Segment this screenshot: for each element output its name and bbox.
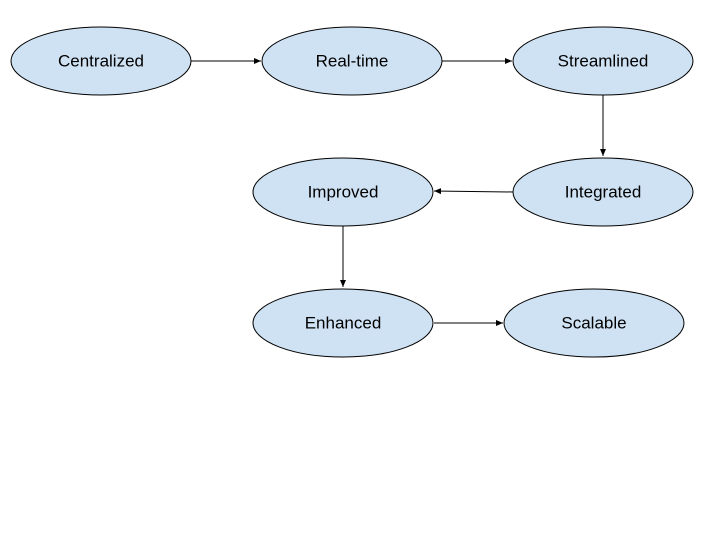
node-integrated-label: Integrated bbox=[565, 183, 642, 202]
edges bbox=[191, 58, 606, 326]
node-enhanced: Enhanced bbox=[252, 288, 434, 358]
node-centralized: Centralized bbox=[10, 26, 192, 96]
node-centralized-shape bbox=[10, 26, 192, 96]
node-scalable: Scalable bbox=[503, 288, 685, 358]
node-enhanced-label: Enhanced bbox=[305, 314, 382, 333]
node-scalable-shape bbox=[503, 288, 685, 358]
node-enhanced-shape bbox=[252, 288, 434, 358]
node-streamlined-label: Streamlined bbox=[558, 52, 649, 71]
node-integrated-shape bbox=[512, 157, 694, 227]
edge-integrated-to-improved bbox=[433, 188, 514, 195]
node-improved: Improved bbox=[252, 157, 434, 227]
node-realtime: Real-time bbox=[261, 26, 443, 96]
node-streamlined-shape bbox=[512, 26, 694, 96]
node-scalable-label: Scalable bbox=[561, 314, 626, 333]
node-realtime-label: Real-time bbox=[316, 52, 389, 71]
node-realtime-shape bbox=[261, 26, 443, 96]
node-centralized-label: Centralized bbox=[58, 52, 144, 71]
node-improved-shape bbox=[252, 157, 434, 227]
node-integrated: Integrated bbox=[512, 157, 694, 227]
node-improved-label: Improved bbox=[308, 183, 379, 202]
node-streamlined: Streamlined bbox=[512, 26, 694, 96]
